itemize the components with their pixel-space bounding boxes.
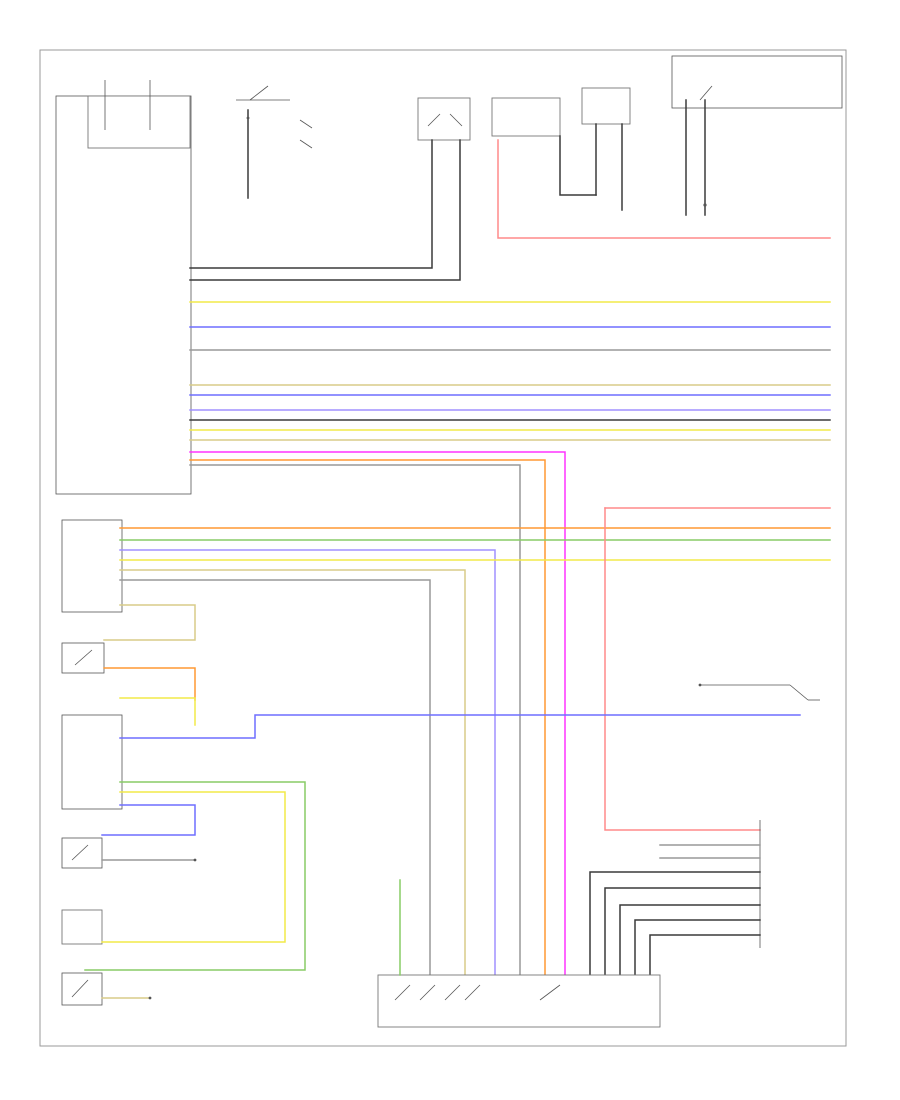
top-module-3	[581, 87, 631, 125]
module-left-3	[61, 714, 123, 810]
switch-left-1	[61, 642, 105, 674]
wires-black	[189, 99, 831, 421]
wires-vertical	[119, 451, 831, 976]
bottom-switch-assembly	[377, 879, 661, 1028]
switch-right	[700, 684, 820, 701]
switch-left-2	[61, 837, 103, 869]
junction-dots	[148, 116, 707, 1000]
module-left-main	[55, 80, 192, 495]
connector-block-right	[589, 820, 761, 976]
diagram-frame	[39, 49, 847, 1047]
top-module-4	[671, 55, 843, 109]
module-left-2	[61, 519, 123, 613]
switch-left-3	[61, 972, 103, 1006]
module-left-4	[61, 909, 103, 945]
wires-lower-left	[84, 604, 801, 999]
wires-horizontal-bus	[189, 139, 831, 441]
top-module-2	[491, 97, 561, 137]
top-module-1	[417, 97, 471, 141]
top-switch-component	[236, 85, 313, 149]
